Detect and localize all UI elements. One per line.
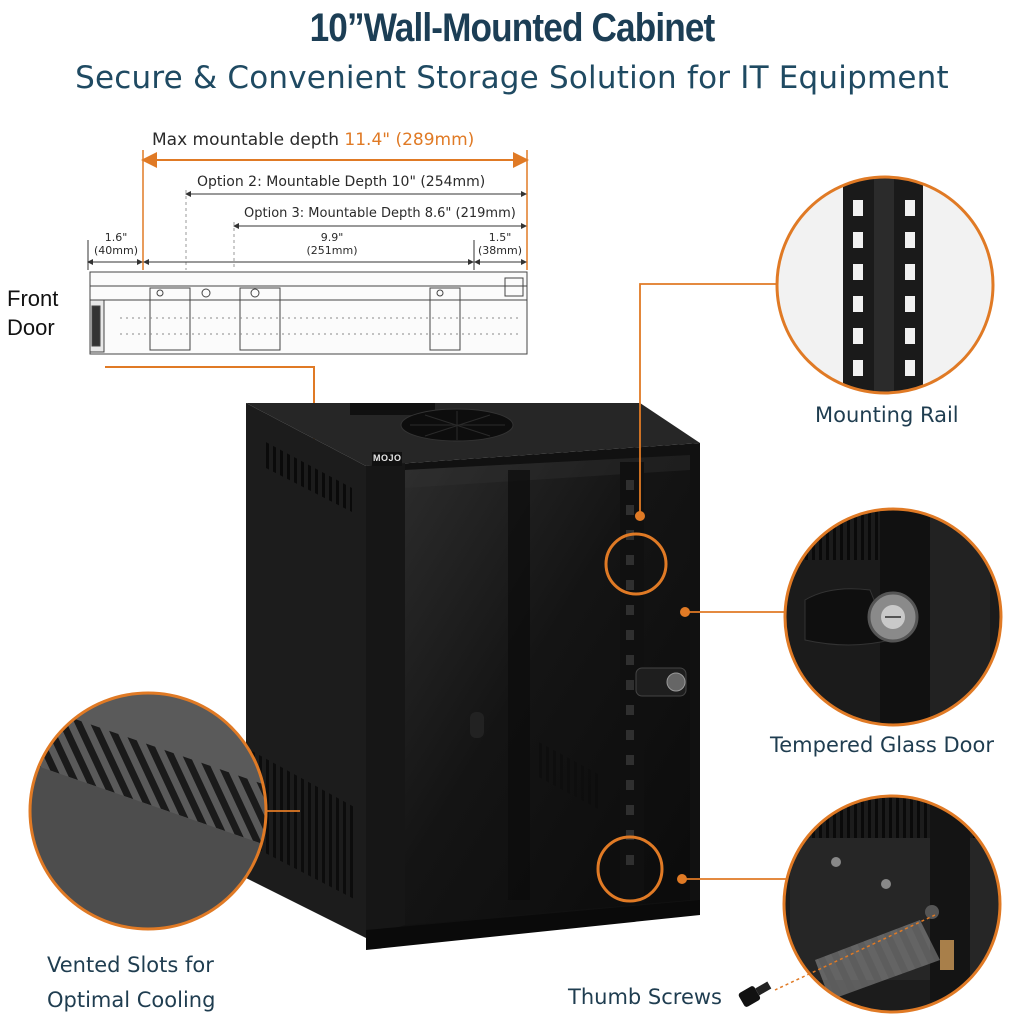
rear-offset-dimension: 1.5" (38mm) <box>472 231 528 257</box>
front-door-line1: Front <box>7 286 59 311</box>
mojo-logo: MOJO <box>373 453 402 463</box>
rear-offset-inches: 1.5" <box>488 231 512 244</box>
front-door-line2: Door <box>7 315 55 340</box>
rail-span-inches: 9.9" <box>320 231 344 244</box>
vented-slots-line2: Optimal Cooling <box>47 988 216 1012</box>
page-subtitle: Secure & Convenient Storage Solution for… <box>75 60 949 96</box>
vented-slots-line1: Vented Slots for <box>47 953 214 977</box>
rail-span-mm: (251mm) <box>306 244 358 257</box>
front-door-label: Front Door <box>7 284 58 342</box>
front-offset-dimension: 1.6" (40mm) <box>88 231 144 257</box>
max-depth-value: 11.4" (289mm) <box>344 130 475 150</box>
front-offset-inches: 1.6" <box>104 231 128 244</box>
rail-span-dimension: 9.9" (251mm) <box>282 231 382 257</box>
rear-offset-mm: (38mm) <box>477 244 522 257</box>
thumb-screws-label: Thumb Screws <box>568 985 722 1009</box>
mounting-rail-label: Mounting Rail <box>815 403 959 427</box>
front-offset-mm: (40mm) <box>93 244 138 257</box>
tempered-glass-door-label: Tempered Glass Door <box>770 733 995 757</box>
max-depth-label: Max mountable depth 11.4" (289mm) <box>152 130 474 150</box>
page-title: 10”Wall-Mounted Cabinet <box>309 6 716 50</box>
vented-slots-label: Vented Slots for Optimal Cooling <box>47 948 215 1018</box>
option3-label: Option 3: Mountable Depth 8.6" (219mm) <box>244 206 516 221</box>
max-depth-text: Max mountable depth <box>152 130 339 150</box>
option2-label: Option 2: Mountable Depth 10" (254mm) <box>197 174 486 190</box>
